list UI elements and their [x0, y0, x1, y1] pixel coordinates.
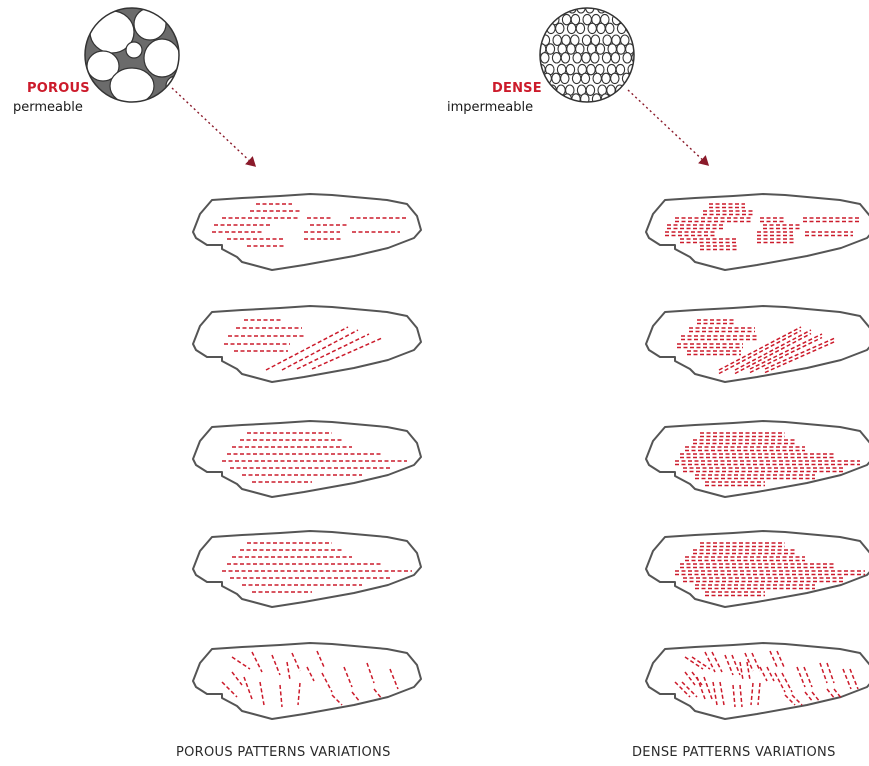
dense-pattern-variation-2: [646, 306, 869, 382]
dense-pattern-variation-4: [646, 531, 869, 607]
dense-pattern-variation-3: [646, 421, 869, 497]
wing-outline: [193, 643, 421, 719]
porous-heading: POROUS: [27, 82, 90, 95]
porous-patterns-caption: POROUS PATTERNS VARIATIONS: [176, 746, 391, 759]
porous-subheading: permeable: [13, 101, 83, 114]
dense-pattern-variation-1: [646, 194, 869, 270]
porous-pattern-variation-5: [193, 643, 421, 719]
dense-pattern-variation-5: [646, 643, 869, 719]
dense-cell-texture-icon: [536, 3, 642, 105]
porous-pointer-arrow: [172, 88, 254, 165]
wing-outline: [646, 643, 869, 719]
dense-pointer-arrow: [628, 90, 707, 164]
dense-subheading: impermeable: [447, 101, 533, 114]
porous-cell-texture-icon: [85, 8, 186, 104]
porous-pattern-variation-4: [193, 531, 421, 607]
dense-heading: DENSE: [492, 82, 542, 95]
porous-pattern-variation-1: [193, 194, 421, 270]
porous-pattern-variation-2: [193, 306, 421, 382]
dense-patterns-caption: DENSE PATTERNS VARIATIONS: [632, 746, 836, 759]
porous-pattern-variation-3: [193, 421, 421, 497]
